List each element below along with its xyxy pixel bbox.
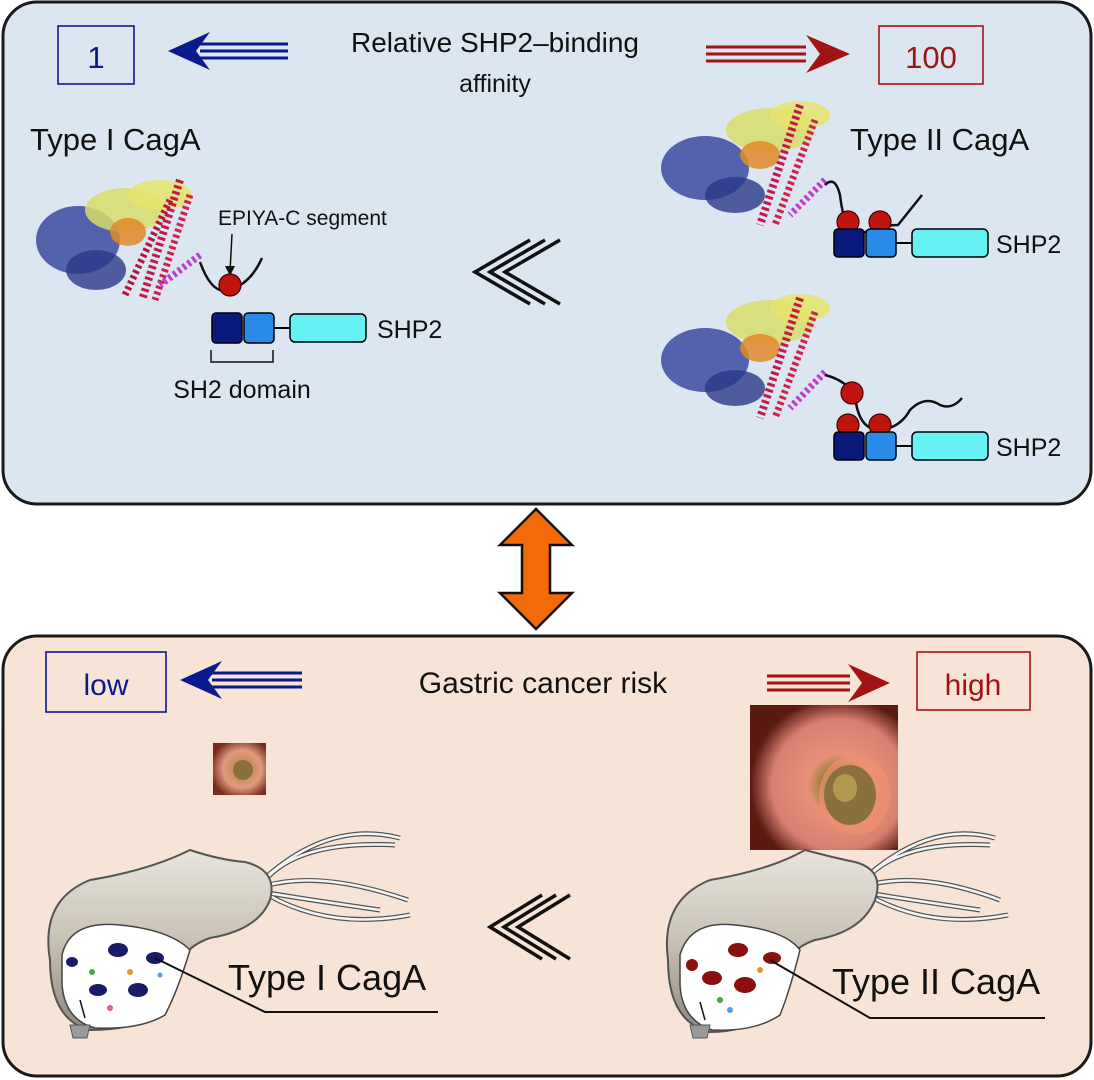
type2-label-pointer	[769, 959, 1045, 1019]
epiya-label: EPIYA-C segment	[218, 207, 387, 230]
type2-phospho-dot-2a	[840, 381, 864, 405]
large-endoscopy-image	[750, 705, 898, 850]
sh2-bracket	[210, 350, 274, 363]
type1-bacterium-icon	[47, 831, 411, 1039]
type2-cagA-title: Type II CagA	[850, 122, 1030, 157]
small-endoscopy-image	[213, 743, 266, 795]
type1-bacterium-label: Type I CagA	[228, 957, 426, 998]
type2-protein-structure-icon-2	[661, 294, 830, 420]
orange-double-arrow-icon	[496, 507, 576, 631]
shp2-label-type2-2: SHP2	[996, 434, 1061, 462]
low-risk-box	[45, 651, 167, 713]
low-risk-label: low	[83, 669, 128, 702]
sh2-domain-label: SH2 domain	[173, 376, 311, 404]
affinity-title-line1: Relative SHP2–binding	[351, 27, 639, 58]
red-right-arrow-icon	[706, 35, 850, 73]
type1-label-pointer	[154, 957, 438, 1013]
shp2-label-type2-1: SHP2	[996, 231, 1061, 259]
low-affinity-box	[57, 25, 135, 85]
low-affinity-value: 1	[87, 40, 104, 75]
high-affinity-value: 100	[905, 40, 957, 75]
blue-left-arrow-icon-bottom	[180, 661, 302, 699]
type1-shp2-molecule	[211, 312, 367, 344]
type2-bacterium-label: Type II CagA	[832, 961, 1040, 1002]
gastric-risk-title: Gastric cancer risk	[419, 667, 668, 700]
type2-tail-line-1	[824, 180, 923, 235]
high-risk-label: high	[945, 669, 1002, 702]
type2-shp2-molecule-2	[833, 431, 989, 461]
type1-cagA-title: Type I CagA	[30, 122, 201, 157]
type1-protein-structure-icon	[36, 178, 203, 302]
shp2-label-type1: SHP2	[377, 316, 442, 344]
epiya-arrowhead-icon	[225, 266, 235, 276]
red-right-arrow-icon-bottom	[767, 664, 890, 702]
type2-shp2-molecule-1	[833, 228, 989, 258]
type2-bacterium-icon	[666, 831, 1009, 1039]
greater-than-comparison-icon-bottom	[486, 893, 571, 961]
type2-protein-structure-icon-1	[661, 101, 830, 227]
affinity-title-line2: affinity	[459, 70, 531, 98]
high-affinity-box	[878, 25, 984, 85]
epiya-pointer-arrow-icon	[229, 233, 233, 273]
high-risk-box	[916, 651, 1031, 711]
greater-than-comparison-icon	[471, 238, 561, 306]
epiya-phospho-dot	[218, 273, 242, 297]
blue-left-arrow-icon	[168, 32, 288, 70]
